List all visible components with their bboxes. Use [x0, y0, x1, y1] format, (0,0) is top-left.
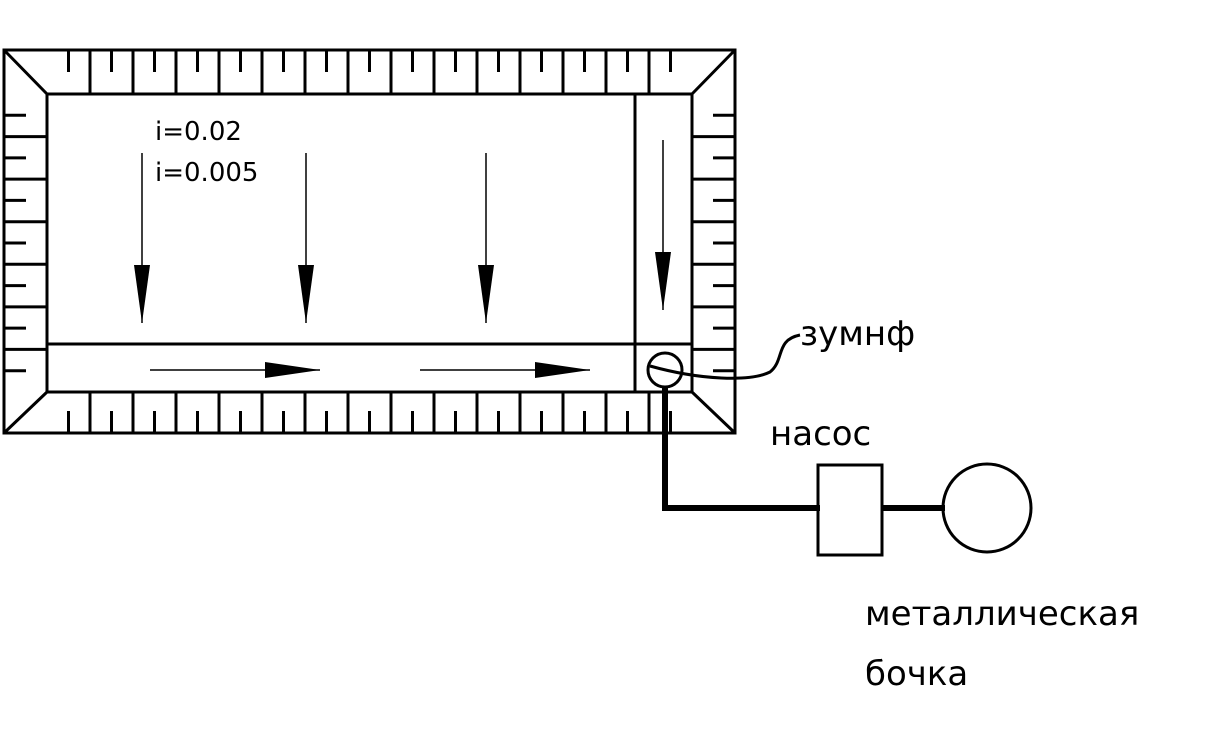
flow-arrows	[134, 140, 671, 378]
pump	[816, 463, 884, 557]
barrel-label: бочка	[865, 654, 968, 694]
leader-line	[649, 333, 801, 380]
outer-border	[2, 48, 737, 435]
corner-diagonal	[690, 48, 737, 96]
flow-arrow	[134, 153, 150, 323]
arrowhead	[478, 265, 494, 323]
corner-diagonal	[2, 390, 49, 435]
sump-label: зумнф	[800, 314, 915, 354]
pump-label: насос	[770, 414, 871, 454]
flow-arrow	[298, 153, 314, 323]
pipe	[662, 387, 820, 511]
arrowhead	[655, 252, 671, 310]
inner-border	[45, 92, 694, 394]
slope-label: i=0.02	[155, 117, 242, 147]
scale-ticks	[4, 50, 735, 433]
arrowhead	[134, 265, 150, 323]
slope-label: i=0.005	[155, 158, 258, 188]
corner-diagonal	[690, 390, 737, 435]
barrel-label: металлическая	[865, 594, 1139, 634]
arrowhead	[298, 265, 314, 323]
flow-arrow	[655, 140, 671, 310]
flow-arrow	[150, 362, 320, 378]
arrowhead	[265, 362, 320, 378]
flow-arrow	[420, 362, 590, 378]
site-frame	[2, 48, 737, 435]
arrowhead	[535, 362, 590, 378]
flow-arrow	[478, 153, 494, 323]
metal-barrel	[941, 462, 1033, 554]
corner-diagonal	[2, 48, 49, 96]
